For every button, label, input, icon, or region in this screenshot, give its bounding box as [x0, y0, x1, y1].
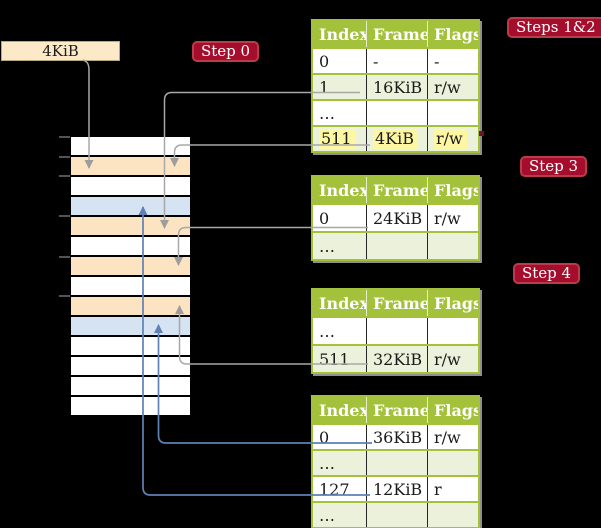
- highlighted-text: 511: [319, 129, 356, 149]
- table-row: 511 4KiB r/w: [313, 125, 478, 151]
- memory-frame-row-white: [71, 357, 190, 375]
- table-cell: -: [366, 49, 427, 73]
- header-cell-index: Index: [319, 400, 366, 420]
- physical-memory-column: [71, 137, 190, 417]
- table-cell: [427, 233, 478, 259]
- header-cell-frame: Frame: [366, 290, 427, 316]
- table-cell: 12KiB: [366, 477, 427, 501]
- table-cell: r/w: [427, 205, 478, 231]
- table-cell: …: [319, 321, 335, 341]
- header-cell-flags: Flags: [427, 21, 478, 47]
- memory-frame-row-white: [71, 177, 190, 195]
- table-cell: 24KiB: [366, 205, 427, 231]
- table-cell: 36KiB: [366, 425, 427, 449]
- memory-frame-row-white: [71, 397, 190, 415]
- memory-frame-row-white: [71, 277, 190, 295]
- memory-frame-row-white: [71, 377, 190, 395]
- header-cell-flags: Flags: [427, 397, 478, 423]
- header-cell-index: Index: [319, 180, 366, 200]
- table-cell: r/w: [427, 127, 478, 151]
- table-cell: 0: [319, 427, 330, 447]
- table-cell: 1: [319, 77, 330, 97]
- step-4-label: Step 4: [513, 263, 581, 284]
- memory-frame-row-white: [71, 237, 190, 255]
- table-cell: [427, 451, 478, 475]
- table-cell: 32KiB: [366, 346, 427, 372]
- step-3-label: Step 3: [520, 156, 588, 177]
- table-cell: r: [427, 477, 478, 501]
- table-cell: 511: [319, 349, 350, 369]
- steps-1-2-label: Steps 1&2: [507, 17, 601, 38]
- memory-frame-row-wheat: [71, 157, 190, 175]
- table-row: …: [313, 99, 478, 125]
- memory-frame-row-wheat: [71, 297, 190, 315]
- table-row: …: [313, 231, 478, 259]
- header-cell-frame: Frame: [366, 177, 427, 203]
- table-cell: …: [319, 505, 335, 525]
- table-cell: r/w: [427, 75, 478, 99]
- header-cell-index: Index: [319, 293, 366, 313]
- table-row: 0 --: [313, 47, 478, 73]
- memory-frame-row-wheat: [71, 257, 190, 275]
- table-cell: …: [319, 236, 335, 256]
- memory-frame-row-white: [71, 137, 190, 155]
- header-cell-flags: Flags: [427, 177, 478, 203]
- table-cell: [427, 503, 478, 527]
- frame-boundary-ticks: [59, 136, 70, 297]
- table-cell: [427, 318, 478, 344]
- table-cell: 4KiB: [366, 127, 427, 151]
- highlighted-text: r/w: [434, 129, 467, 149]
- memory-frame-row-blue: [71, 197, 190, 215]
- table-cell: r/w: [427, 346, 478, 372]
- table-cell: …: [319, 453, 335, 473]
- header-cell-frame: Frame: [366, 21, 427, 47]
- table-cell: …: [319, 103, 335, 123]
- highlighted-text: 4KiB: [373, 129, 419, 149]
- memory-frame-row-blue: [71, 317, 190, 335]
- table-cell: r/w: [427, 425, 478, 449]
- table-cell: [366, 233, 427, 259]
- memory-frame-row-wheat: [71, 217, 190, 235]
- table-cell: [366, 503, 427, 527]
- table-cell: 16KiB: [366, 75, 427, 99]
- memory-frame-row-white: [71, 337, 190, 355]
- header-cell-frame: Frame: [366, 397, 427, 423]
- table-cell: 127: [319, 479, 350, 499]
- table-row: …: [313, 316, 478, 344]
- header-cell-index: Index: [319, 24, 366, 44]
- table-row: …: [313, 449, 478, 475]
- table-cell: -: [427, 49, 478, 73]
- step-0-label: Step 0: [192, 41, 260, 62]
- table-cell: 511: [313, 127, 366, 151]
- table-cell: [366, 451, 427, 475]
- table-cell: 0: [319, 51, 330, 71]
- table-cell: [427, 101, 478, 125]
- table-cell: [366, 318, 427, 344]
- table-cell: 0: [319, 208, 330, 228]
- frame-4kib-box: 4KiB: [1, 41, 120, 61]
- table-cell: [366, 101, 427, 125]
- header-cell-flags: Flags: [427, 290, 478, 316]
- table-row: …: [313, 501, 478, 527]
